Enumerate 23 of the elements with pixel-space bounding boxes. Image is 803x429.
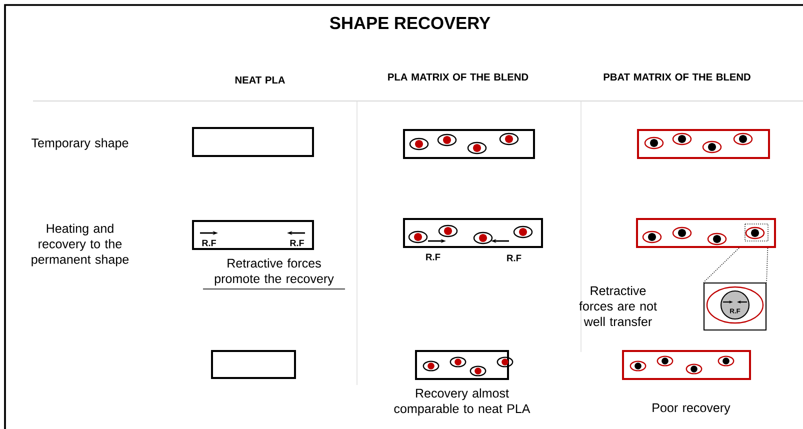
specimen-box	[403, 129, 535, 159]
specimen-box	[636, 218, 776, 248]
row-label: Heating and recovery to the permanent shape	[32, 224, 129, 266]
title: SHAPE RECOVERY	[330, 16, 490, 30]
column-header: PBAT MATRIX OF THE BLEND	[604, 73, 750, 81]
specimen-box: R.F R.F	[192, 220, 314, 250]
specimen-box	[415, 350, 509, 380]
node-label: Poor recovery	[652, 403, 730, 415]
force-label: R.F	[426, 254, 440, 260]
node-label: Retractive forces are not well transfer	[579, 286, 657, 326]
row-label: Temporary shape	[32, 138, 128, 150]
zoom-line	[703, 248, 740, 283]
specimen-box	[622, 350, 751, 380]
zoom-line	[766, 248, 768, 283]
column-header: PLA MATRIX OF THE BLEND	[388, 73, 528, 81]
force-label: R.F	[507, 254, 522, 262]
specimen-box	[192, 127, 314, 157]
specimen-box	[637, 129, 770, 159]
column-header: NEAT PLA	[235, 76, 285, 84]
node-label: Recovery almost comparable to neat PLA	[394, 388, 530, 416]
specimen-box	[211, 350, 296, 379]
specimen-box	[403, 218, 543, 248]
node-label: Retractive forces promote the recovery	[214, 258, 334, 286]
